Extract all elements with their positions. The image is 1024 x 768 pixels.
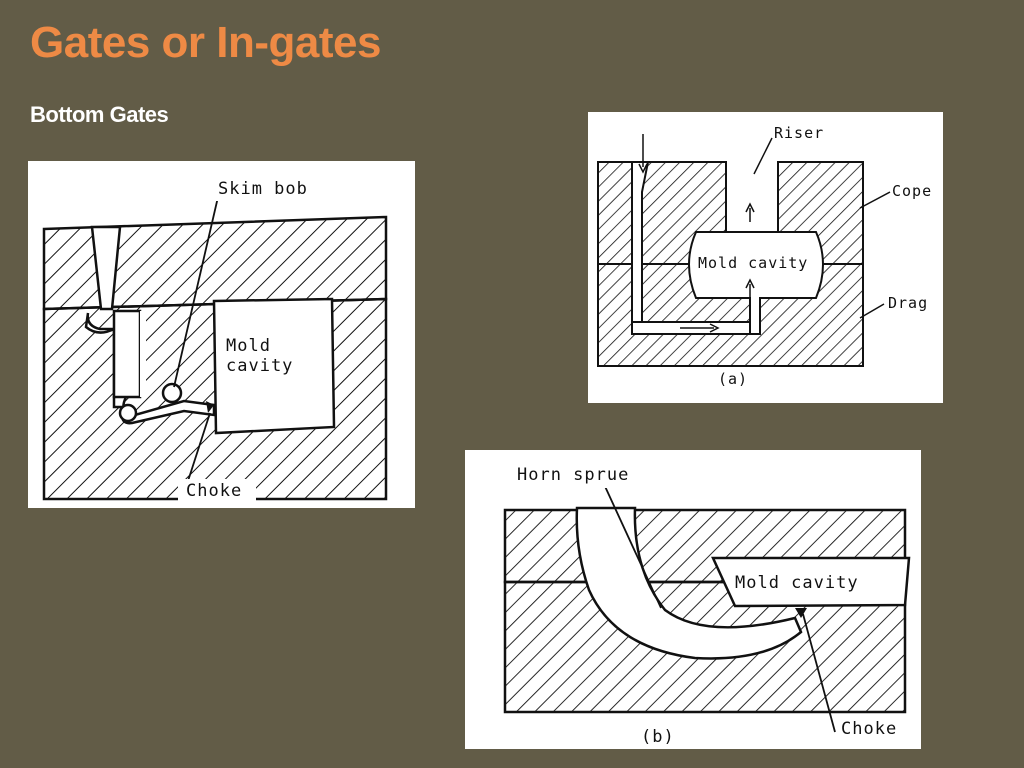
bottom-gate-figure-b: Horn sprue Mold cavity Choke (b) — [465, 450, 921, 749]
mold-cavity — [212, 297, 336, 435]
horn-sprue-label: Horn sprue — [517, 465, 629, 485]
choke-label: Choke — [186, 481, 242, 501]
figure-a-caption: (a) — [718, 370, 748, 388]
runner-bulb — [118, 403, 138, 423]
mold-cavity-label-line2: cavity — [226, 356, 293, 376]
mold-cavity-label: Mold cavity — [735, 573, 859, 593]
bottom-gate-figure-a: Riser Cope Drag Mold cavity (a) — [588, 112, 943, 403]
drag-label: Drag — [888, 294, 928, 312]
slide-title: Gates or In-gates — [30, 18, 381, 67]
bottom-gate-skim-bob-figure: Skim bob Mold cavity Choke — [28, 161, 415, 508]
sprue — [90, 225, 122, 311]
runner-channel — [112, 309, 142, 399]
figure-b-caption: (b) — [641, 727, 675, 747]
mold-cavity-label: Mold cavity — [698, 254, 808, 272]
figure-b-diagram: Horn sprue Mold cavity Choke (b) — [503, 462, 913, 747]
cope-label: Cope — [892, 182, 932, 200]
skim-bob-label: Skim bob — [218, 179, 308, 199]
mold-cavity-label-line1: Mold — [226, 336, 271, 356]
choke-label: Choke — [841, 719, 897, 739]
mold-cavity — [688, 231, 824, 335]
mold-cavity — [711, 556, 911, 608]
figure-a-diagram: Riser Cope Drag Mold cavity (a) — [597, 124, 932, 388]
riser-gap — [726, 162, 778, 232]
slide-subtitle: Bottom Gates — [30, 102, 169, 127]
skim-bob — [161, 382, 183, 404]
skim-bob-diagram: Skim bob Mold cavity Choke — [42, 175, 388, 503]
riser-label: Riser — [774, 124, 824, 142]
